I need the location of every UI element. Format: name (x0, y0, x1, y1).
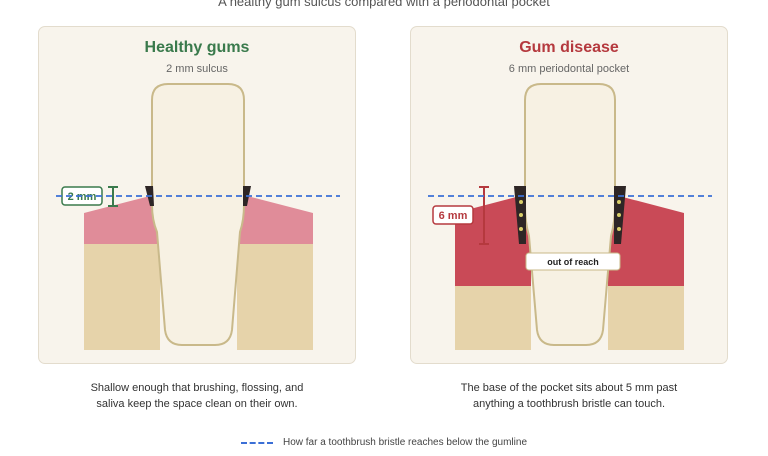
plaque-dot (519, 213, 523, 217)
healthy-bone-right (237, 244, 313, 350)
legend-dashed-line (240, 441, 273, 444)
disease-bone-left (455, 286, 531, 350)
plaque-dot (617, 227, 621, 231)
disease-depth-label: 6 mm (439, 210, 468, 222)
disease-caption: The base of the pocket sits about 5 mm p… (410, 380, 728, 412)
figure-title: A healthy gum sulcus compared with a per… (218, 0, 550, 9)
healthy-caption: Shallow enough that brushing, flossing, … (38, 380, 356, 412)
healthy-panel-subtitle: 2 mm sulcus (166, 63, 228, 75)
disease-caption-line-1: The base of the pocket sits about 5 mm p… (460, 382, 678, 394)
disease-panel-subtitle: 6 mm periodontal pocket (508, 63, 630, 75)
healthy-gum-left (84, 196, 160, 244)
legend-label: How far a toothbrush bristle reaches bel… (282, 437, 528, 448)
plaque-dot (617, 213, 621, 217)
healthy-caption-line-2: saliva keep the space clean on their own… (96, 398, 298, 410)
plaque-dot (519, 227, 523, 231)
legend: How far a toothbrush bristle reaches bel… (0, 437, 768, 448)
healthy-gum-right (237, 196, 313, 244)
out-of-reach-box (525, 252, 621, 271)
disease-panel-title: Gum disease (519, 39, 619, 56)
disease-tooth (524, 83, 616, 346)
healthy-caption-line-1: Shallow enough that brushing, flossing, … (90, 382, 304, 394)
disease-caption-line-2: anything a toothbrush bristle can touch. (472, 398, 665, 410)
out-of-reach-label: out of reach (547, 257, 599, 267)
disease-gum-right (608, 196, 684, 286)
healthy-tooth (151, 83, 245, 346)
disease-bone-right (608, 286, 684, 350)
disease-depth-label-box (432, 205, 474, 225)
healthy-depth-label: 2 mm (68, 191, 97, 203)
plaque-dot (617, 200, 621, 204)
healthy-bone-left (84, 244, 160, 350)
disease-illustration: 6 mm out of reach (428, 83, 712, 350)
disease-gum-left (455, 196, 531, 286)
healthy-illustration: 2 mm (56, 83, 340, 350)
healthy-panel-title: Healthy gums (144, 39, 250, 56)
plaque-dot (519, 200, 523, 204)
